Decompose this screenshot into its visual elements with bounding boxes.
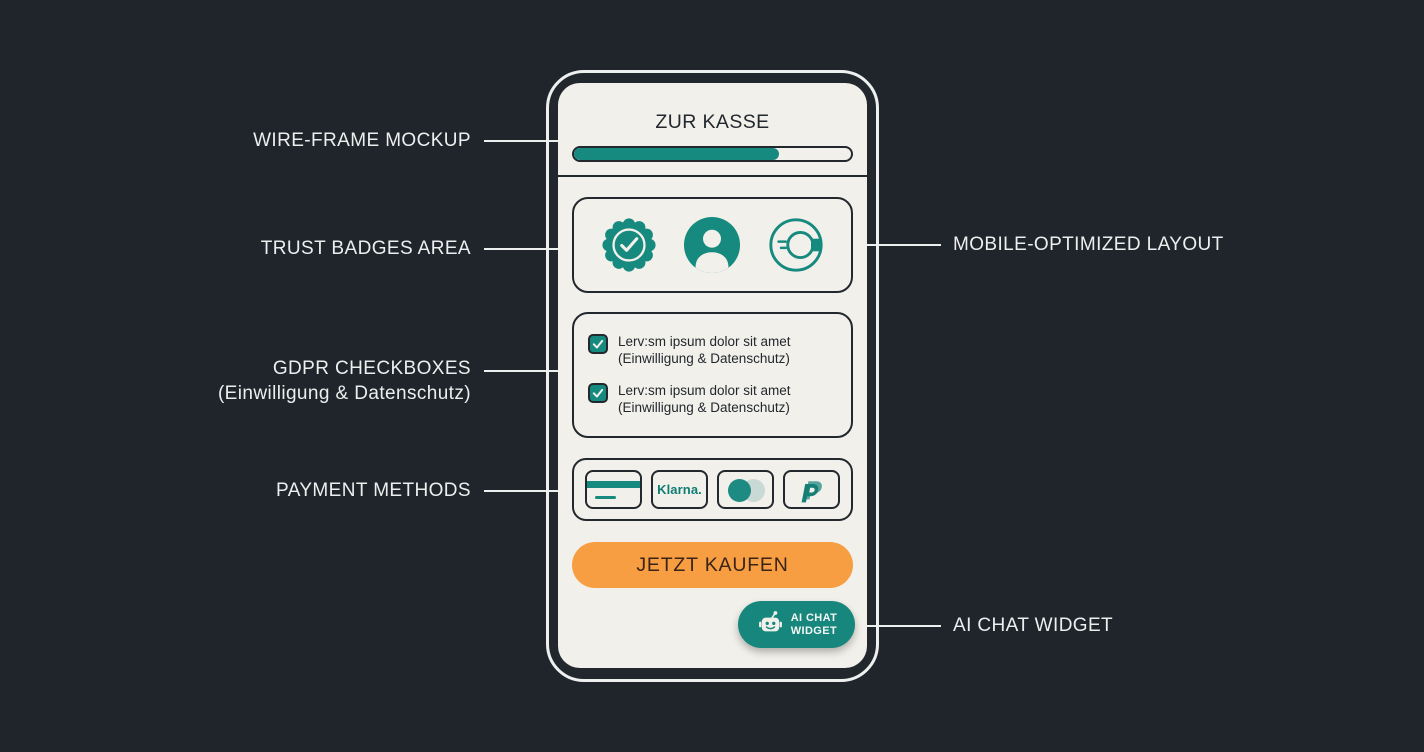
buy-now-button[interactable]: JETZT KAUFEN xyxy=(572,542,853,588)
progress-fill xyxy=(574,148,779,160)
gdpr-label: Lerv:sm ipsum dolor sit amet (Einwilligu… xyxy=(618,333,791,367)
gdpr-label-line1: Lerv:sm ipsum dolor sit amet xyxy=(618,383,791,398)
card-number-line xyxy=(595,495,616,499)
fast-delivery-icon xyxy=(768,218,823,272)
mastercard-circle-left xyxy=(728,479,751,502)
klarna-logo: Klarna. xyxy=(657,482,702,497)
phone-frame: ZUR KASSE xyxy=(546,70,879,682)
gdpr-checkbox-1[interactable] xyxy=(588,334,608,354)
gdpr-label-line2: (Einwilligung & Datenschutz) xyxy=(618,400,790,415)
annotation-payment-methods: PAYMENT METHODS xyxy=(276,480,471,502)
payment-klarna[interactable]: Klarna. xyxy=(651,470,708,509)
robot-icon xyxy=(758,611,782,632)
payment-methods-area: Klarna. xyxy=(572,458,853,521)
card-stripe xyxy=(587,481,640,488)
annotation-label: PAYMENT METHODS xyxy=(276,480,471,501)
connector-line xyxy=(484,248,558,250)
connector-line xyxy=(867,244,941,246)
gdpr-label-line2: (Einwilligung & Datenschutz) xyxy=(618,351,790,366)
paypal-icon xyxy=(801,480,822,502)
page-title: ZUR KASSE xyxy=(655,111,770,133)
ai-chat-widget[interactable]: AI CHAT WIDGET xyxy=(738,601,855,648)
annotation-label: AI CHAT WIDGET xyxy=(953,615,1114,636)
connector-line xyxy=(484,370,558,372)
annotation-gdpr-checkboxes: GDPR CHECKBOXES (Einwilligung & Datensch… xyxy=(218,358,471,405)
annotation-mobile-layout: MOBILE-OPTIMIZED LAYOUT xyxy=(953,234,1224,256)
payment-credit-card[interactable] xyxy=(585,470,642,509)
gdpr-row: Lerv:sm ipsum dolor sit amet (Einwilligu… xyxy=(588,382,837,416)
gdpr-row: Lerv:sm ipsum dolor sit amet (Einwilligu… xyxy=(588,333,837,367)
gdpr-checkbox-2[interactable] xyxy=(588,383,608,403)
gdpr-label-line1: Lerv:sm ipsum dolor sit amet xyxy=(618,334,791,349)
annotation-trust-badges: TRUST BADGES AREA xyxy=(261,238,471,260)
annotation-label: WIRE-FRAME MOCKUP xyxy=(253,130,471,151)
annotation-label: MOBILE-OPTIMIZED LAYOUT xyxy=(953,234,1224,255)
connector-line xyxy=(867,625,941,627)
trust-badges-area xyxy=(572,197,853,293)
annotation-ai-chat: AI CHAT WIDGET xyxy=(953,615,1113,637)
verified-seal-icon xyxy=(601,218,656,272)
checkmark-icon xyxy=(592,339,604,349)
gdpr-label: Lerv:sm ipsum dolor sit amet (Einwilligu… xyxy=(618,382,791,416)
chat-widget-label: AI CHAT WIDGET xyxy=(791,612,838,637)
chat-label-line1: AI CHAT xyxy=(790,612,838,624)
annotation-wireframe-mockup: WIRE-FRAME MOCKUP xyxy=(253,130,471,152)
payment-mastercard[interactable] xyxy=(717,470,774,509)
customer-user-icon xyxy=(683,216,740,274)
header-divider xyxy=(558,175,867,177)
payment-paypal[interactable] xyxy=(783,470,840,509)
checkout-screen: ZUR KASSE xyxy=(558,83,867,668)
checkmark-icon xyxy=(592,388,604,398)
annotation-label: TRUST BADGES AREA xyxy=(260,238,471,259)
checkout-progress-bar xyxy=(572,146,853,162)
annotation-label: GDPR CHECKBOXES xyxy=(272,358,471,379)
gdpr-checkboxes-area: Lerv:sm ipsum dolor sit amet (Einwilligu… xyxy=(572,312,853,438)
connector-line xyxy=(484,490,558,492)
chat-label-line2: WIDGET xyxy=(790,624,838,637)
connector-line xyxy=(484,140,558,142)
annotation-sublabel: (Einwilligung & Datenschutz) xyxy=(217,383,471,404)
